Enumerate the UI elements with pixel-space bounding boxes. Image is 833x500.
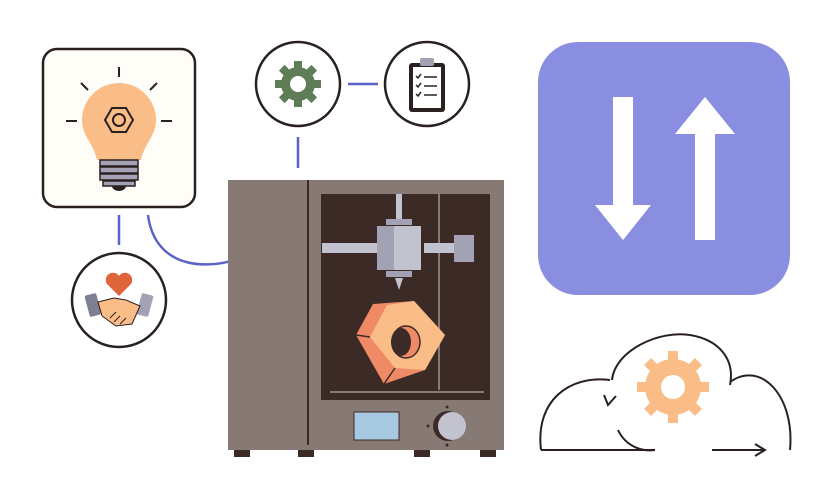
clipboard-checklist-icon <box>409 58 445 112</box>
print-head <box>322 194 474 290</box>
gear-icon <box>275 61 321 107</box>
heart-icon <box>105 272 133 296</box>
settings-badge <box>254 40 342 128</box>
up-down-arrows-icon <box>595 97 735 240</box>
hex-nut-icon <box>103 107 135 133</box>
lightbulb-card <box>41 47 197 209</box>
3d-printer-icon <box>228 180 504 457</box>
checklist-badge <box>383 40 471 128</box>
handshake-icon <box>84 293 154 327</box>
lightbulb-icon <box>66 67 172 191</box>
hex-nut-print <box>355 301 445 385</box>
handshake-badge <box>70 251 168 349</box>
printer-knob <box>426 405 466 447</box>
printer-screen <box>353 411 400 441</box>
gear-orange-icon <box>637 351 709 423</box>
cloud-sync-icon <box>539 333 792 457</box>
transfer-panel <box>538 42 790 295</box>
